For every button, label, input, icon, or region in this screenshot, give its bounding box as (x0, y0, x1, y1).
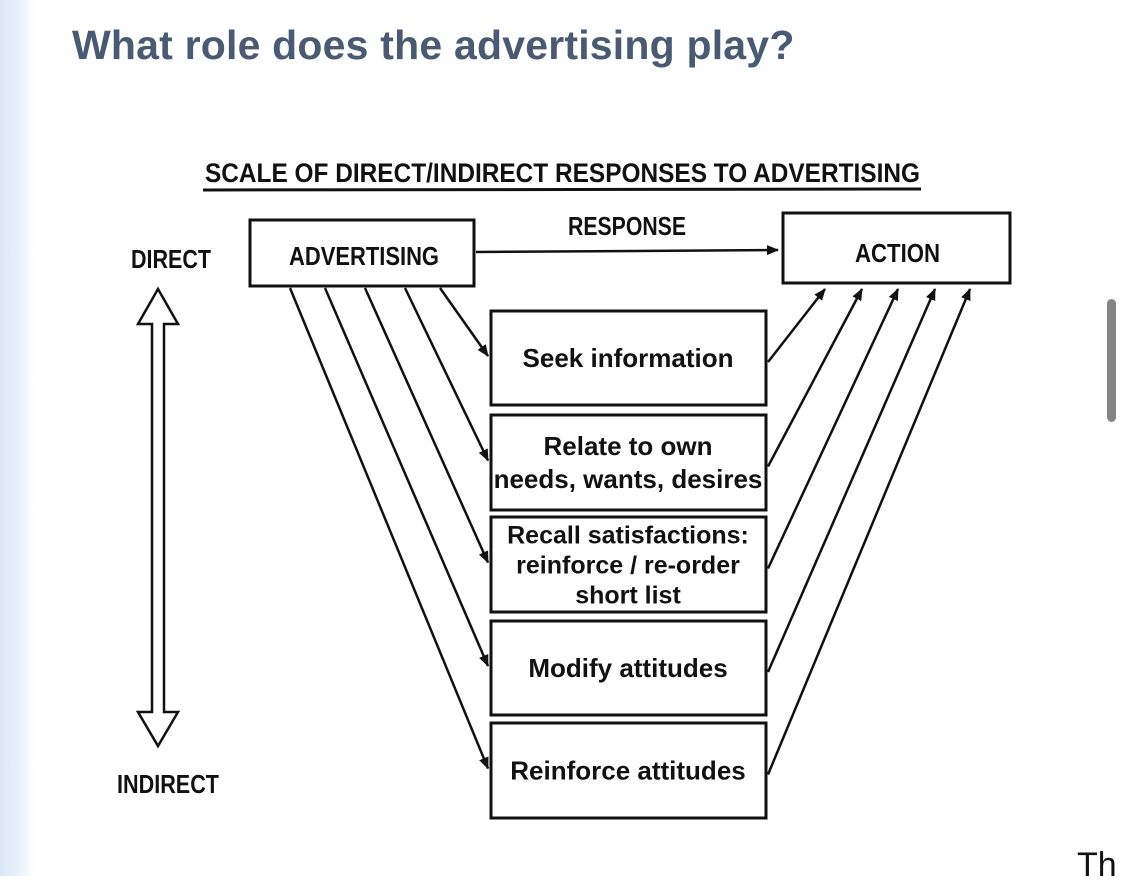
response-arrow (475, 245, 779, 256)
action-box-label: ACTION (855, 238, 940, 268)
scale-top-label: DIRECT (131, 244, 211, 274)
scale-bottom-label: INDIRECT (117, 769, 219, 799)
heading-underline (202, 187, 922, 192)
step-box (489, 309, 768, 407)
step-to-action-arrow (766, 288, 864, 468)
diagram-heading: SCALE OF DIRECT/INDIRECT RESPONSES TO AD… (205, 158, 920, 188)
step-to-action-arrow (766, 288, 972, 775)
advertising-to-step-arrow (288, 287, 490, 770)
slide-edge-gradient (0, 0, 34, 876)
step-box (489, 721, 768, 820)
step-to-action-arrow (766, 288, 900, 570)
advertising-to-step-arrow (363, 287, 490, 564)
step-label: short list (575, 582, 681, 610)
trailing-text: Th (1077, 846, 1117, 884)
response-label: RESPONSE (568, 211, 686, 241)
step-label: Seek information (523, 343, 734, 373)
step-label: Recall satisfactions: (507, 522, 749, 550)
advertising-to-step-arrow (323, 287, 490, 667)
advertising-box-label: ADVERTISING (289, 241, 439, 271)
step-label: Modify attitudes (528, 653, 727, 683)
advertising-to-step-arrow (403, 287, 490, 462)
step-to-action-arrow (766, 288, 937, 673)
advertising-to-step-arrow (438, 287, 490, 357)
step-label: Reinforce attitudes (510, 756, 746, 786)
step-box (489, 619, 768, 717)
action-box (781, 211, 1012, 285)
advertising-box (248, 218, 476, 288)
slide-title: What role does the advertising play? (72, 22, 795, 68)
step-label: Relate to own (543, 431, 712, 461)
step-box (489, 413, 768, 512)
double-arrow-icon (135, 286, 181, 749)
step-to-action-arrow (767, 288, 826, 363)
step-label: reinforce / re-order (516, 552, 740, 580)
scrollbar[interactable] (1107, 299, 1116, 422)
step-box (489, 515, 768, 614)
step-label: needs, wants, desires (494, 464, 763, 494)
